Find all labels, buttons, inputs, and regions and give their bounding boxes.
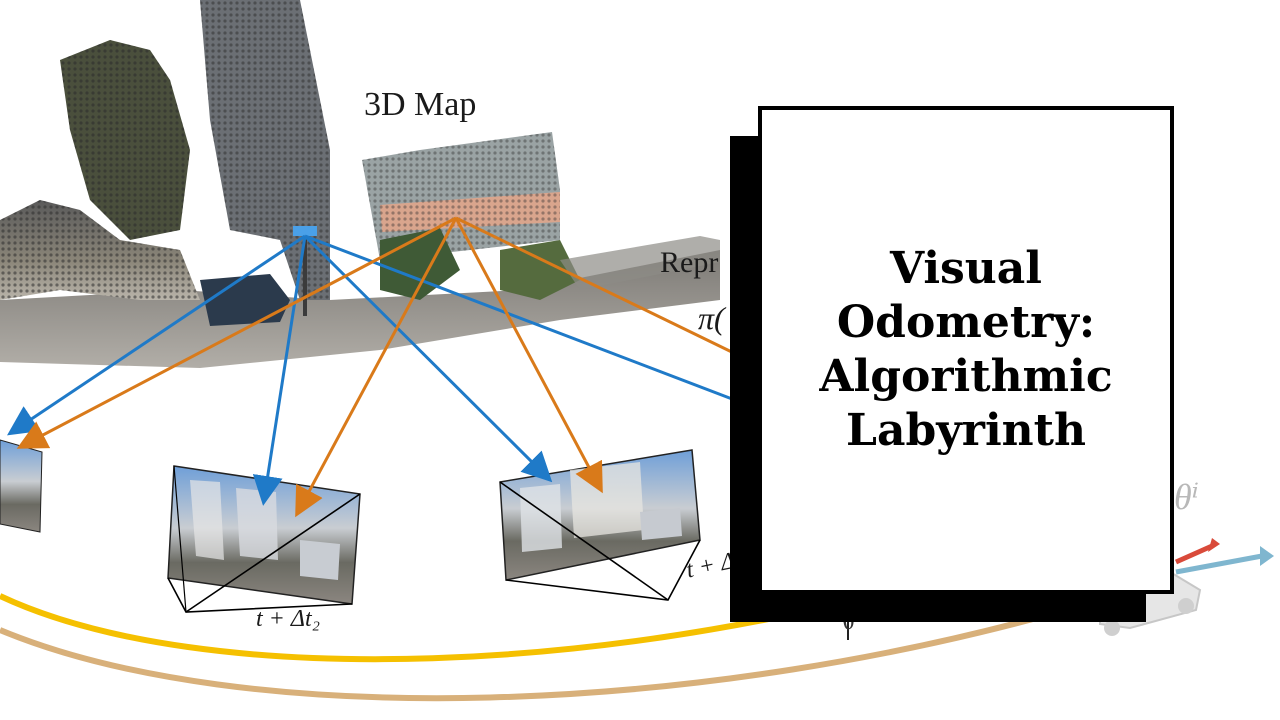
orange-rays — [16, 216, 741, 518]
camera-frame-3 — [499, 449, 701, 601]
time-label-1: t + Δt₂ — [256, 606, 320, 632]
card-title: Visual Odometry: Algorithmic Labyrinth — [799, 242, 1132, 458]
theta-label: θⁱ — [1174, 477, 1199, 517]
card-title-line-1: Visual — [889, 243, 1043, 294]
trajectory-arc-tan — [0, 597, 1101, 702]
camera-frame-1 — [0, 439, 43, 533]
title-card: Visual Odometry: Algorithmic Labyrinth — [758, 106, 1174, 594]
card-title-line-3: Algorithmic — [819, 351, 1113, 402]
reprojection-label: Repr — [660, 246, 719, 279]
card-title-line-2: Odometry: — [836, 297, 1096, 348]
camera-frame-2 — [167, 465, 361, 613]
map-label: 3D Map — [364, 86, 477, 123]
projection-symbol: π( — [698, 300, 725, 336]
card-title-line-4: Labyrinth — [846, 405, 1086, 456]
point-cloud-map — [0, 0, 720, 368]
